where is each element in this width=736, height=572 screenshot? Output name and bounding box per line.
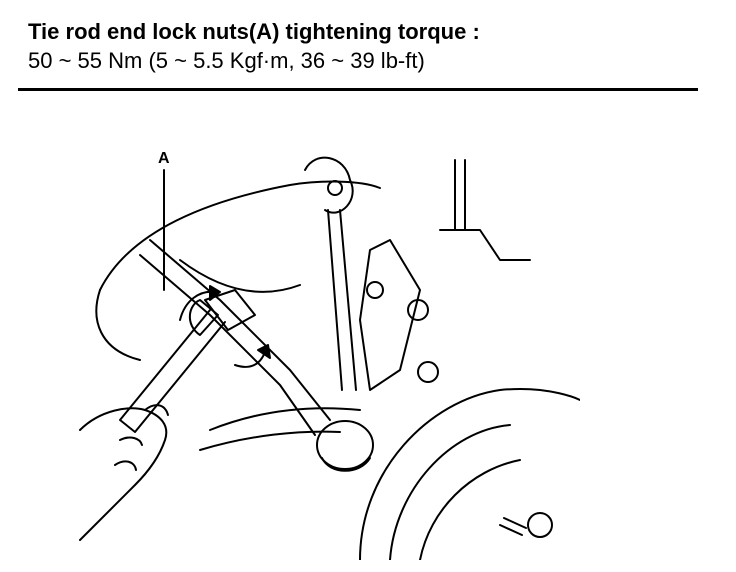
line-drawing (79, 156, 580, 560)
spec-value: 50 ~ 55 Nm (5 ~ 5.5 Kgf·m, 36 ~ 39 lb-ft… (28, 48, 425, 73)
tie-rod-illustration (60, 140, 580, 560)
strut-bolt (327, 180, 343, 196)
header-divider (18, 88, 698, 91)
stabilizer-link (327, 209, 343, 391)
lock-nut-a (204, 289, 256, 331)
tie-rod-end-ball-joint (316, 420, 374, 470)
body-outline (99, 180, 381, 291)
strut-mount (304, 156, 354, 214)
wheel-stud (527, 512, 553, 538)
spec-title: Tie rod end lock nuts(A) tightening torq… (28, 19, 480, 44)
brake-rotor-inner (389, 424, 511, 560)
steering-knuckle (359, 239, 421, 391)
hand-holding-wrench (79, 407, 168, 541)
wrench (119, 309, 226, 433)
knuckle-bolt-upper (407, 299, 429, 321)
lower-arm (209, 407, 361, 431)
tie-rod-upper-edge (149, 239, 331, 421)
brake-hose (454, 159, 466, 231)
brake-rotor-outer (359, 388, 580, 560)
knuckle-bolt-lower (417, 361, 439, 383)
tie-rod-lower-edge (139, 254, 316, 436)
callout-label-a: A (158, 150, 170, 167)
rotation-arrow-lower (234, 351, 266, 368)
torque-spec-block: Tie rod end lock nuts(A) tightening torq… (18, 18, 698, 76)
